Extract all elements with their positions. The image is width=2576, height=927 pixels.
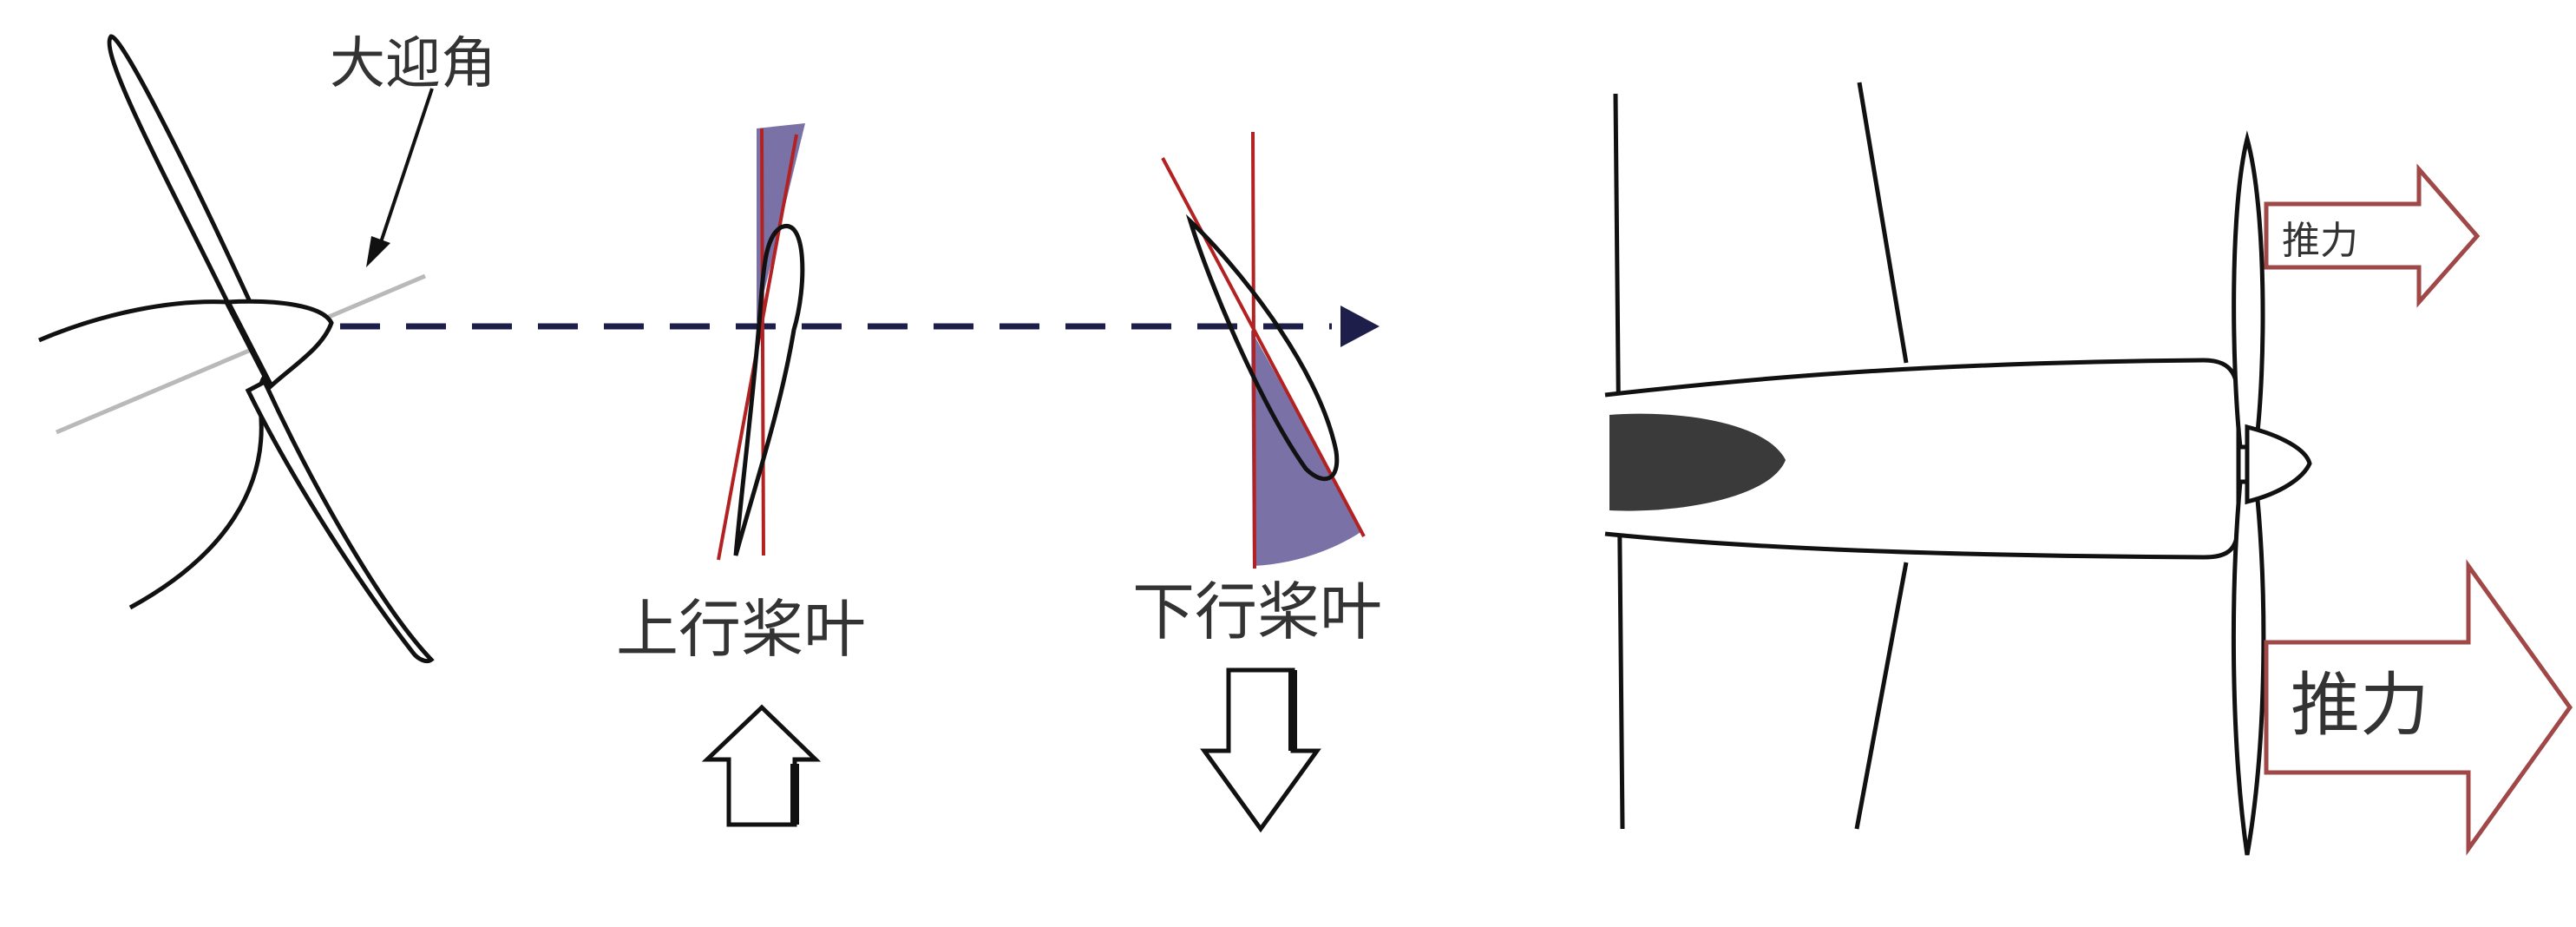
wing-edge-right-upper: [1857, 82, 1909, 364]
nacelle-lower-curve: [128, 364, 278, 610]
downgoing-airfoil: [1185, 214, 1340, 482]
upper-blade: [107, 34, 255, 319]
upgoing-airfoil: [733, 223, 805, 556]
high-aoa-pointer-line: [377, 88, 434, 251]
upgoing-direction-arrow: [701, 704, 822, 827]
downgoing-chord-line: [1161, 157, 1366, 537]
aircraft-top-view: [1604, 82, 2312, 856]
lower-blade: [245, 378, 435, 664]
inclined-axis-line: [56, 273, 426, 435]
downgoing-direction-arrow: [1200, 667, 1321, 833]
nacelle-dark-intake: [1609, 413, 1786, 511]
wing-edge-right-lower: [1854, 562, 1909, 830]
propeller-side-view: [38, 34, 435, 664]
high-aoa-pointer-head: [366, 236, 390, 267]
label-thrust-large: 推力: [2291, 665, 2429, 746]
label-upgoing-blade: 上行桨叶: [616, 593, 866, 666]
label-thrust-small: 推力: [2282, 219, 2358, 263]
upgoing-blade-section: [717, 123, 805, 561]
propeller-blade-upper: [2232, 130, 2265, 450]
downgoing-blade-section: [1161, 131, 1366, 569]
propeller-blade-lower: [2231, 479, 2266, 856]
spinner-base-line: [224, 300, 274, 388]
downgoing-vertical-reference: [1251, 131, 1256, 569]
propeller-spinner: [224, 299, 334, 391]
nacelle-upper-curve: [38, 299, 228, 343]
thrust-arrow-large: [2264, 559, 2573, 856]
label-downgoing-blade: 下行桨叶: [1132, 575, 1382, 648]
rotation-axis-arrowhead: [1340, 306, 1380, 347]
downgoing-sweep-area: [1251, 330, 1362, 566]
aircraft-spinner: [2245, 424, 2312, 505]
upgoing-vertical-reference: [760, 128, 765, 556]
label-high-aoa: 大迎角: [330, 32, 496, 96]
thrust-arrow-small: [2264, 163, 2481, 308]
